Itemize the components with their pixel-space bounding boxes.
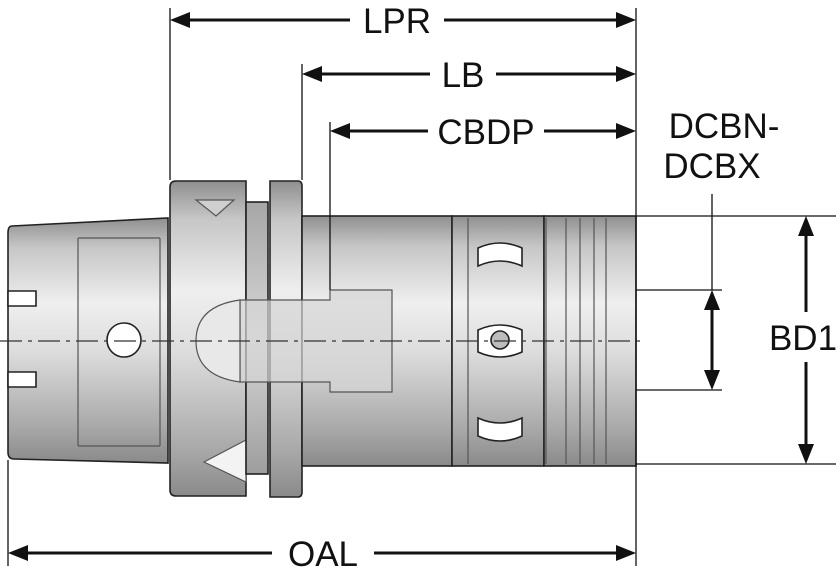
arrowhead bbox=[704, 370, 720, 390]
shank-inner bbox=[77, 237, 161, 447]
label-dcbn: DCBN- bbox=[669, 107, 780, 146]
label-cbdp: CBDP bbox=[437, 113, 534, 152]
dimension-oal: OAL bbox=[8, 535, 636, 574]
label-lpr: LPR bbox=[363, 2, 431, 41]
arrowhead bbox=[8, 545, 28, 561]
label-oal: OAL bbox=[288, 535, 358, 574]
extension-lines bbox=[7, 8, 836, 566]
arrowhead bbox=[616, 123, 636, 139]
dimension-lpr: LPR bbox=[170, 2, 636, 41]
arrowhead bbox=[616, 66, 636, 82]
dimension-lb: LB bbox=[302, 56, 636, 95]
label-bd1: BD1 bbox=[769, 319, 837, 358]
arrowhead bbox=[170, 12, 190, 28]
coolant-hole bbox=[106, 322, 142, 358]
shank-slot-bottom bbox=[7, 371, 37, 388]
dimension-dcbn-dcbx: DCBN- DCBX bbox=[663, 107, 779, 390]
arrowhead bbox=[704, 290, 720, 310]
sleeve-ribs bbox=[467, 218, 607, 464]
arrowhead bbox=[616, 545, 636, 561]
label-dcbx: DCBX bbox=[663, 147, 760, 186]
shank-slot-top bbox=[7, 290, 37, 307]
arrowhead bbox=[798, 216, 814, 236]
arrowhead bbox=[798, 444, 814, 464]
dimension-bd1: BD1 bbox=[769, 216, 837, 464]
tool-holder-body bbox=[7, 180, 637, 498]
arrowhead bbox=[302, 66, 322, 82]
arrowhead bbox=[330, 123, 350, 139]
sleeve-windows bbox=[477, 242, 523, 442]
arrowhead bbox=[616, 12, 636, 28]
dimension-cbdp: CBDP bbox=[330, 113, 636, 152]
flange-notch-top bbox=[194, 199, 236, 217]
label-lb: LB bbox=[442, 56, 485, 95]
